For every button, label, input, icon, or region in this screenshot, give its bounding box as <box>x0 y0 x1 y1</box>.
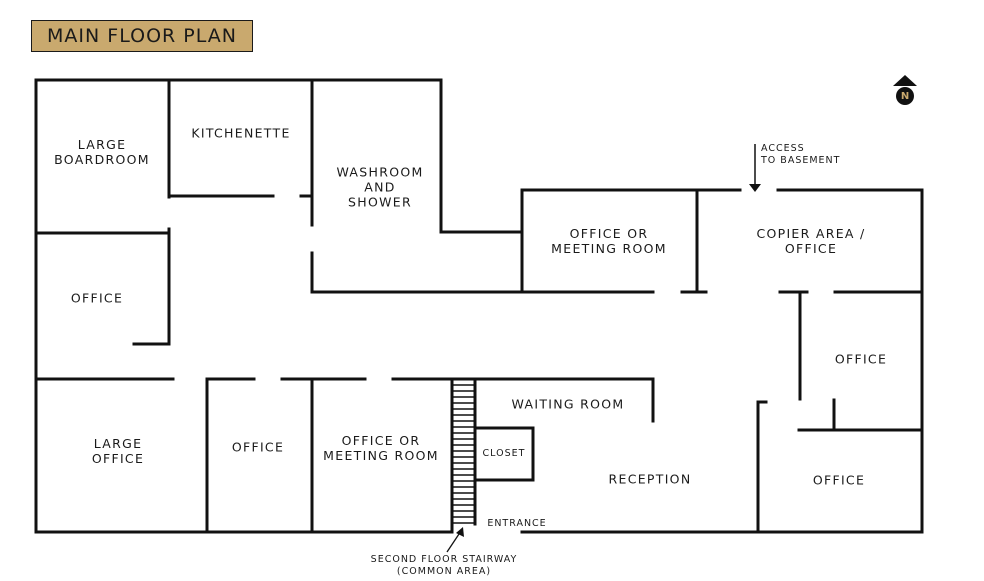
annotation-line: TO BASEMENT <box>761 155 841 166</box>
room-closet: CLOSET <box>482 448 526 459</box>
room-office-right-upper: OFFICE <box>834 351 888 367</box>
room-office-left: OFFICE <box>70 290 124 306</box>
room-label-line: WASHROOM <box>336 164 424 180</box>
room-label-line: MEETING ROOM <box>323 448 439 463</box>
room-label-line: OFFICE OR <box>341 433 421 448</box>
annotation-line: ACCESS <box>761 143 805 154</box>
annotation-second-floor-stairway: SECOND FLOOR STAIRWAY (COMMON AREA) <box>371 554 518 578</box>
floor-plan-title: MAIN FLOOR PLAN <box>31 20 253 52</box>
room-waiting-room: WAITING ROOM <box>511 396 625 412</box>
room-label-line: SHOWER <box>348 194 412 210</box>
stairway-arrow-icon <box>446 527 464 553</box>
north-arrow-icon: N <box>893 75 917 109</box>
annotation-line: SECOND FLOOR STAIRWAY <box>370 554 518 565</box>
room-office-right-lower: OFFICE <box>812 472 866 488</box>
room-office-or-meeting-top: OFFICE OR MEETING ROOM <box>551 226 667 256</box>
room-copier-area-office: COPIER AREA / OFFICE <box>756 226 865 256</box>
north-letter: N <box>896 87 914 105</box>
room-label-line: LARGE <box>77 137 127 152</box>
room-label-line: MEETING ROOM <box>551 241 667 256</box>
room-label-line: OFFICE OR <box>569 226 649 241</box>
room-kitchenette: KITCHENETTE <box>191 125 291 141</box>
room-office-or-meeting-bottom: OFFICE OR MEETING ROOM <box>323 433 439 463</box>
room-label-line: AND <box>364 179 396 195</box>
annotation-access-to-basement: ACCESS TO BASEMENT <box>761 143 840 167</box>
annotation-entrance: ENTRANCE <box>487 518 547 529</box>
room-washroom-shower: WASHROOM AND SHOWER <box>336 165 423 210</box>
room-label-line: BOARDROOM <box>54 152 150 167</box>
room-label-line: LARGE <box>93 436 143 451</box>
room-label-line: OFFICE <box>784 241 838 256</box>
room-label-line: OFFICE <box>91 451 145 466</box>
room-label-line: COPIER AREA / <box>756 226 866 241</box>
basement-arrow-icon <box>749 144 761 192</box>
room-office-bottom: OFFICE <box>231 439 285 455</box>
north-arrow-triangle <box>893 75 917 86</box>
room-reception: RECEPTION <box>608 471 692 487</box>
room-large-office: LARGE OFFICE <box>92 436 144 466</box>
annotation-line: (COMMON AREA) <box>396 566 492 577</box>
room-large-boardroom: LARGE BOARDROOM <box>54 137 150 167</box>
